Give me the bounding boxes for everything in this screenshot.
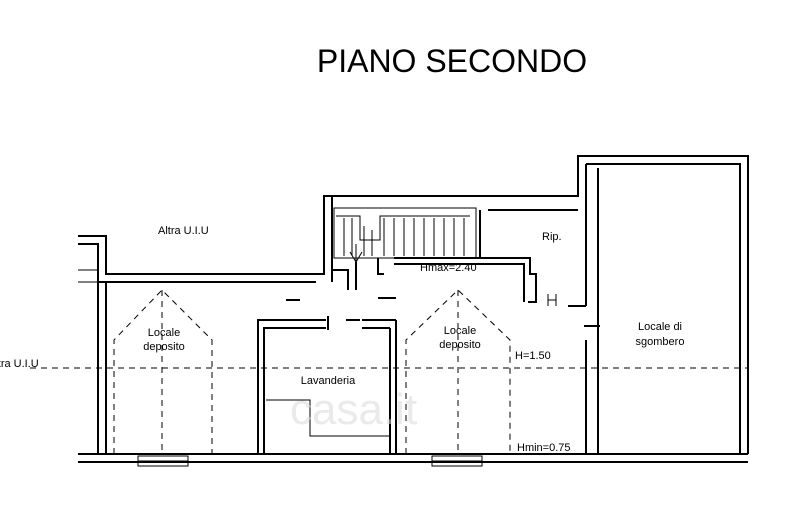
label-hmax: Hmax=2.40 <box>420 262 477 274</box>
label-sgombero-line2: sgombero <box>636 336 685 348</box>
outer-walls <box>78 155 749 463</box>
label-locale-deposito-1-line2: deposito <box>143 341 185 353</box>
label-locale-deposito-1-line1: Locale <box>148 327 180 339</box>
label-altra-uiu-top: Altra U.I.U <box>158 225 209 237</box>
lavanderia-room <box>257 319 397 454</box>
roof-outlines <box>30 289 748 454</box>
label-locale-deposito-2-line1: Locale <box>444 325 476 337</box>
label-hmin: Hmin=0.75 <box>517 442 571 454</box>
windows <box>137 455 483 467</box>
stair-area <box>332 207 600 327</box>
label-altra-uiu-left: Altra U.I.U <box>0 358 39 370</box>
plan-title: PIANO SECONDO <box>317 43 587 79</box>
label-rip: Rip. <box>542 231 562 243</box>
label-h150: H=1.50 <box>515 350 551 362</box>
watermark: casa.it <box>290 385 417 434</box>
label-sgombero-line1: Locale di <box>638 321 682 333</box>
label-lavanderia: Lavanderia <box>301 375 356 387</box>
label-locale-deposito-2-line2: deposito <box>439 339 481 351</box>
door-marks <box>286 297 556 330</box>
